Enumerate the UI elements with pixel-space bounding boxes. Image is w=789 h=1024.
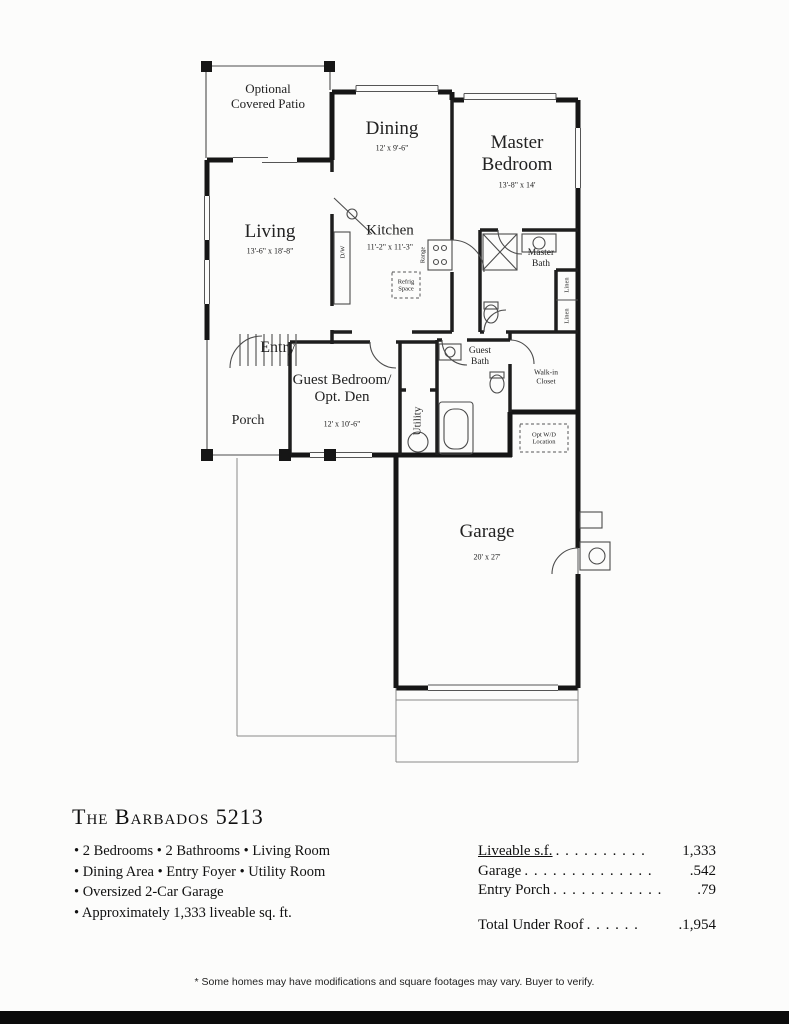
fixture-label-range: Range — [419, 246, 427, 264]
dot-leader: . . . . . . . . . . . . — [553, 882, 663, 898]
driveway-lines — [236, 458, 579, 763]
feature-item: • 2 Bedrooms • 2 Bathrooms • Living Room — [74, 843, 331, 859]
feature-item: • Approximately 1,333 liveable sq. ft. — [74, 904, 292, 921]
room-dims-garage: 20' x 27' — [473, 552, 501, 562]
room-label-walk-in-closet: Walk-in Closet — [534, 367, 558, 385]
room-label-master-bath: Master Bath — [527, 248, 555, 269]
fixture-label-dishwasher: D/W — [339, 245, 347, 259]
room-label-kitchen: Kitchen — [366, 222, 414, 239]
stat-label: Total Under Roof — [478, 916, 584, 933]
room-dims-guest-bedroom: 12' x 10'-6" — [323, 419, 361, 429]
room-dims-master-bedroom: 13'-8" x 14' — [498, 180, 536, 190]
floor-plan: Optional Covered Patio Dining 12' x 9'-6… — [201, 61, 611, 763]
room-label-utility: Utility — [411, 406, 424, 436]
feature-item: • Oversized 2-Car Garage — [74, 884, 224, 900]
room-dims-kitchen: 11'-2" x 11'-3" — [366, 242, 414, 252]
stat-label: Liveable s.f. — [478, 843, 553, 859]
disclaimer-text: * Some homes may have modifications and … — [194, 976, 595, 988]
room-label-living: Living — [244, 221, 296, 243]
room-label-dining: Dining — [365, 118, 419, 140]
patio-outline — [201, 61, 335, 158]
dot-leader: . . . . . . — [586, 916, 639, 933]
stat-label: Garage — [478, 862, 522, 879]
windows — [202, 85, 584, 691]
dot-leader: . . . . . . . . . . — [555, 843, 646, 859]
floor-plan-drawing — [201, 61, 611, 763]
square-footage-table: Liveable s.f. . . . . . . . . . . 1,333 … — [478, 842, 716, 935]
feature-list: • 2 Bedrooms • 2 Bathrooms • Living Room… — [74, 841, 330, 923]
plan-title: The Barbados 5213 — [72, 804, 264, 829]
room-dims-dining: 12' x 9'-6" — [375, 143, 409, 153]
closet-label-linen-b: Linen — [563, 308, 571, 324]
stat-row-garage: Garage . . . . . . . . . . . . . . .542 — [478, 862, 716, 882]
fixtures — [333, 197, 611, 571]
dot-leader: . . . . . . . . . . . . . . — [524, 862, 653, 879]
room-label-guest-bedroom: Guest Bedroom/ Opt. Den — [292, 371, 392, 405]
feature-item: • Dining Area • Entry Foyer • Utility Ro… — [74, 863, 326, 880]
room-dims-living: 13'-6" x 18'-8" — [246, 246, 294, 256]
room-label-entry: Entry — [260, 338, 296, 356]
room-label-opt-wd: Opt W/D Location — [532, 431, 556, 446]
bottom-scan-bar — [0, 1011, 789, 1024]
room-label-guest-bath: Guest Bath — [468, 346, 492, 367]
room-label-patio: Optional Covered Patio — [230, 81, 305, 111]
stat-label: Entry Porch — [478, 882, 551, 898]
stat-row-total-under-roof: Total Under Roof . . . . . . .1,954 — [478, 916, 716, 936]
stat-value: .542 — [689, 862, 716, 879]
stat-row-liveable: Liveable s.f. . . . . . . . . . . 1,333 — [478, 842, 716, 862]
room-label-porch: Porch — [231, 412, 265, 428]
stairs — [239, 334, 297, 366]
stat-value: .79 — [697, 882, 716, 898]
closet-label-linen-a: Linen — [563, 277, 571, 293]
fixture-label-refrig-space: Refrig Space — [397, 278, 415, 293]
stat-value: 1,333 — [682, 843, 716, 859]
room-label-garage: Garage — [459, 521, 515, 543]
interior-walls — [201, 100, 578, 461]
door-arcs — [229, 229, 579, 575]
room-label-master-bedroom: Master Bedroom — [481, 132, 553, 175]
stat-value: .1,954 — [678, 916, 717, 933]
stat-row-entry-porch: Entry Porch . . . . . . . . . . . . .79 — [478, 881, 716, 901]
